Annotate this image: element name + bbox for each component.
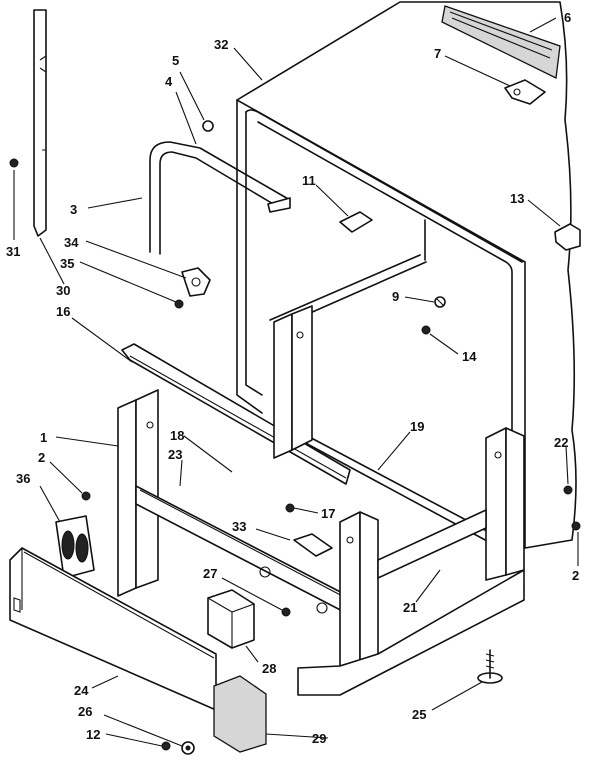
callout-30: 30	[56, 283, 70, 298]
washer-part-26	[181, 741, 195, 755]
screw-part-9	[434, 296, 446, 308]
callout-18: 18	[170, 428, 184, 443]
callout-24: 24	[74, 683, 89, 698]
screw-part-5	[202, 120, 214, 132]
callout-9: 9	[392, 289, 399, 304]
screw-part-12	[161, 741, 171, 751]
tub-wrapper-part-32	[236, 1, 577, 549]
callout-labels: 1 2 2 3 4 5 6 7 9 11 12 13 14 16 17 18 1…	[6, 10, 579, 746]
callout-14: 14	[462, 349, 477, 364]
callout-1: 1	[40, 430, 47, 445]
leveling-leg-part-25	[477, 649, 503, 684]
screw-part-22	[563, 485, 573, 495]
callout-16: 16	[56, 304, 70, 319]
callout-27: 27	[203, 566, 217, 581]
callout-5: 5	[172, 53, 179, 68]
callout-2: 2	[38, 450, 45, 465]
relay-box-part-28	[207, 589, 255, 649]
callout-34: 34	[64, 235, 79, 250]
callout-22: 22	[554, 435, 568, 450]
callout-35: 35	[60, 256, 74, 271]
switch-part-33	[293, 533, 333, 557]
callout-21: 21	[403, 600, 417, 615]
callout-23: 23	[168, 447, 182, 462]
callout-13: 13	[510, 191, 524, 206]
screw-part-27	[281, 607, 291, 617]
callout-28: 28	[262, 661, 276, 676]
side-bracket-part-30	[33, 9, 47, 237]
callout-12: 12	[86, 727, 100, 742]
callout-26: 26	[78, 704, 92, 719]
callout-6: 6	[564, 10, 571, 25]
toe-panel-part-24	[9, 547, 217, 711]
callout-2: 2	[572, 568, 579, 583]
clip-part-13	[554, 223, 581, 251]
callout-25: 25	[412, 707, 426, 722]
callout-17: 17	[321, 506, 335, 521]
insulation-pad-part-36	[55, 515, 95, 579]
screw-part-35	[174, 299, 184, 309]
screw-part-31	[9, 158, 19, 168]
tube-part-3	[149, 141, 291, 255]
callout-3: 3	[70, 202, 77, 217]
bracket-part-11	[339, 211, 373, 233]
screw-part-2-left	[81, 491, 91, 501]
valve-part-34	[181, 267, 211, 297]
top-strip-part-6	[441, 5, 561, 79]
callout-36: 36	[16, 471, 30, 486]
callout-4: 4	[165, 74, 173, 89]
callout-31: 31	[6, 244, 20, 259]
callout-29: 29	[312, 731, 326, 746]
bracket-part-7	[504, 79, 546, 105]
end-block-part-29	[213, 675, 267, 753]
callout-11: 11	[302, 173, 316, 188]
callout-7: 7	[434, 46, 441, 61]
callout-33: 33	[232, 519, 246, 534]
screw-part-14	[421, 325, 431, 335]
callout-19: 19	[410, 419, 424, 434]
leader-lines	[13, 17, 579, 747]
screw-part-2-right	[571, 521, 581, 531]
screw-part-17	[285, 503, 295, 513]
callout-32: 32	[214, 37, 228, 52]
base-frame	[117, 254, 525, 696]
